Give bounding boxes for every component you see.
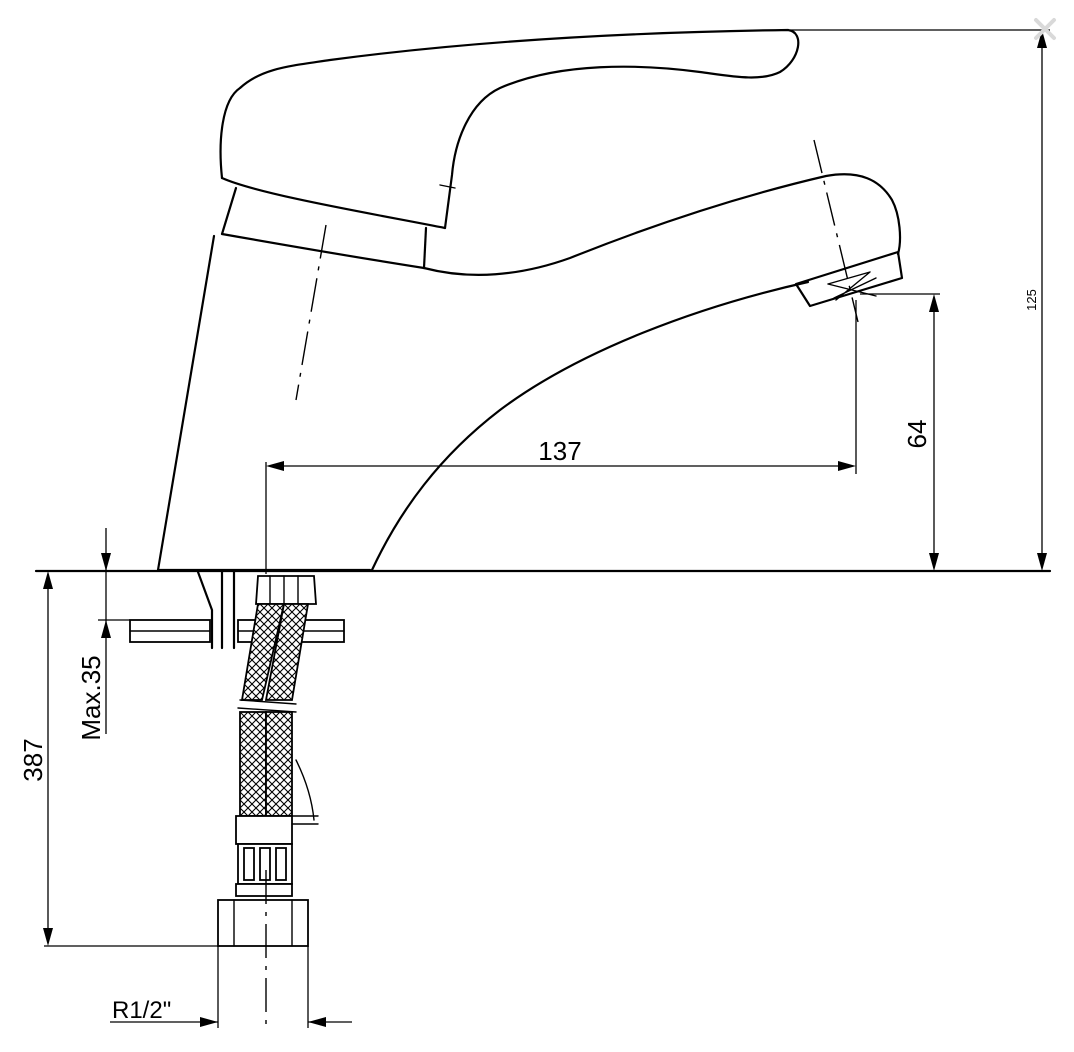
handle-collar: [220, 186, 428, 270]
dimension-total-height: 125: [790, 29, 1050, 571]
dimension-label-max-thickness: Max.35: [76, 655, 106, 740]
dimension-label-hose-length: 387: [18, 738, 48, 781]
dimension-label-total-height: 125: [1024, 289, 1039, 311]
faucet-body: [156, 139, 904, 572]
dimension-spout-height: 64: [860, 293, 940, 571]
close-icon[interactable]: [1030, 14, 1060, 44]
dimension-label-spout-height: 64: [902, 420, 932, 449]
lever-handle: [219, 28, 800, 230]
dimension-label-thread: R1/2": [112, 997, 171, 1024]
dimension-hose-length: 387: [18, 571, 220, 947]
dimension-thread: R1/2": [110, 946, 352, 1028]
dimension-label-spout-reach: 137: [538, 436, 581, 466]
dimension-spout-reach: 137: [265, 300, 857, 574]
dimension-max-thickness: Max.35: [76, 528, 130, 741]
supply-hoses: [217, 575, 319, 1030]
